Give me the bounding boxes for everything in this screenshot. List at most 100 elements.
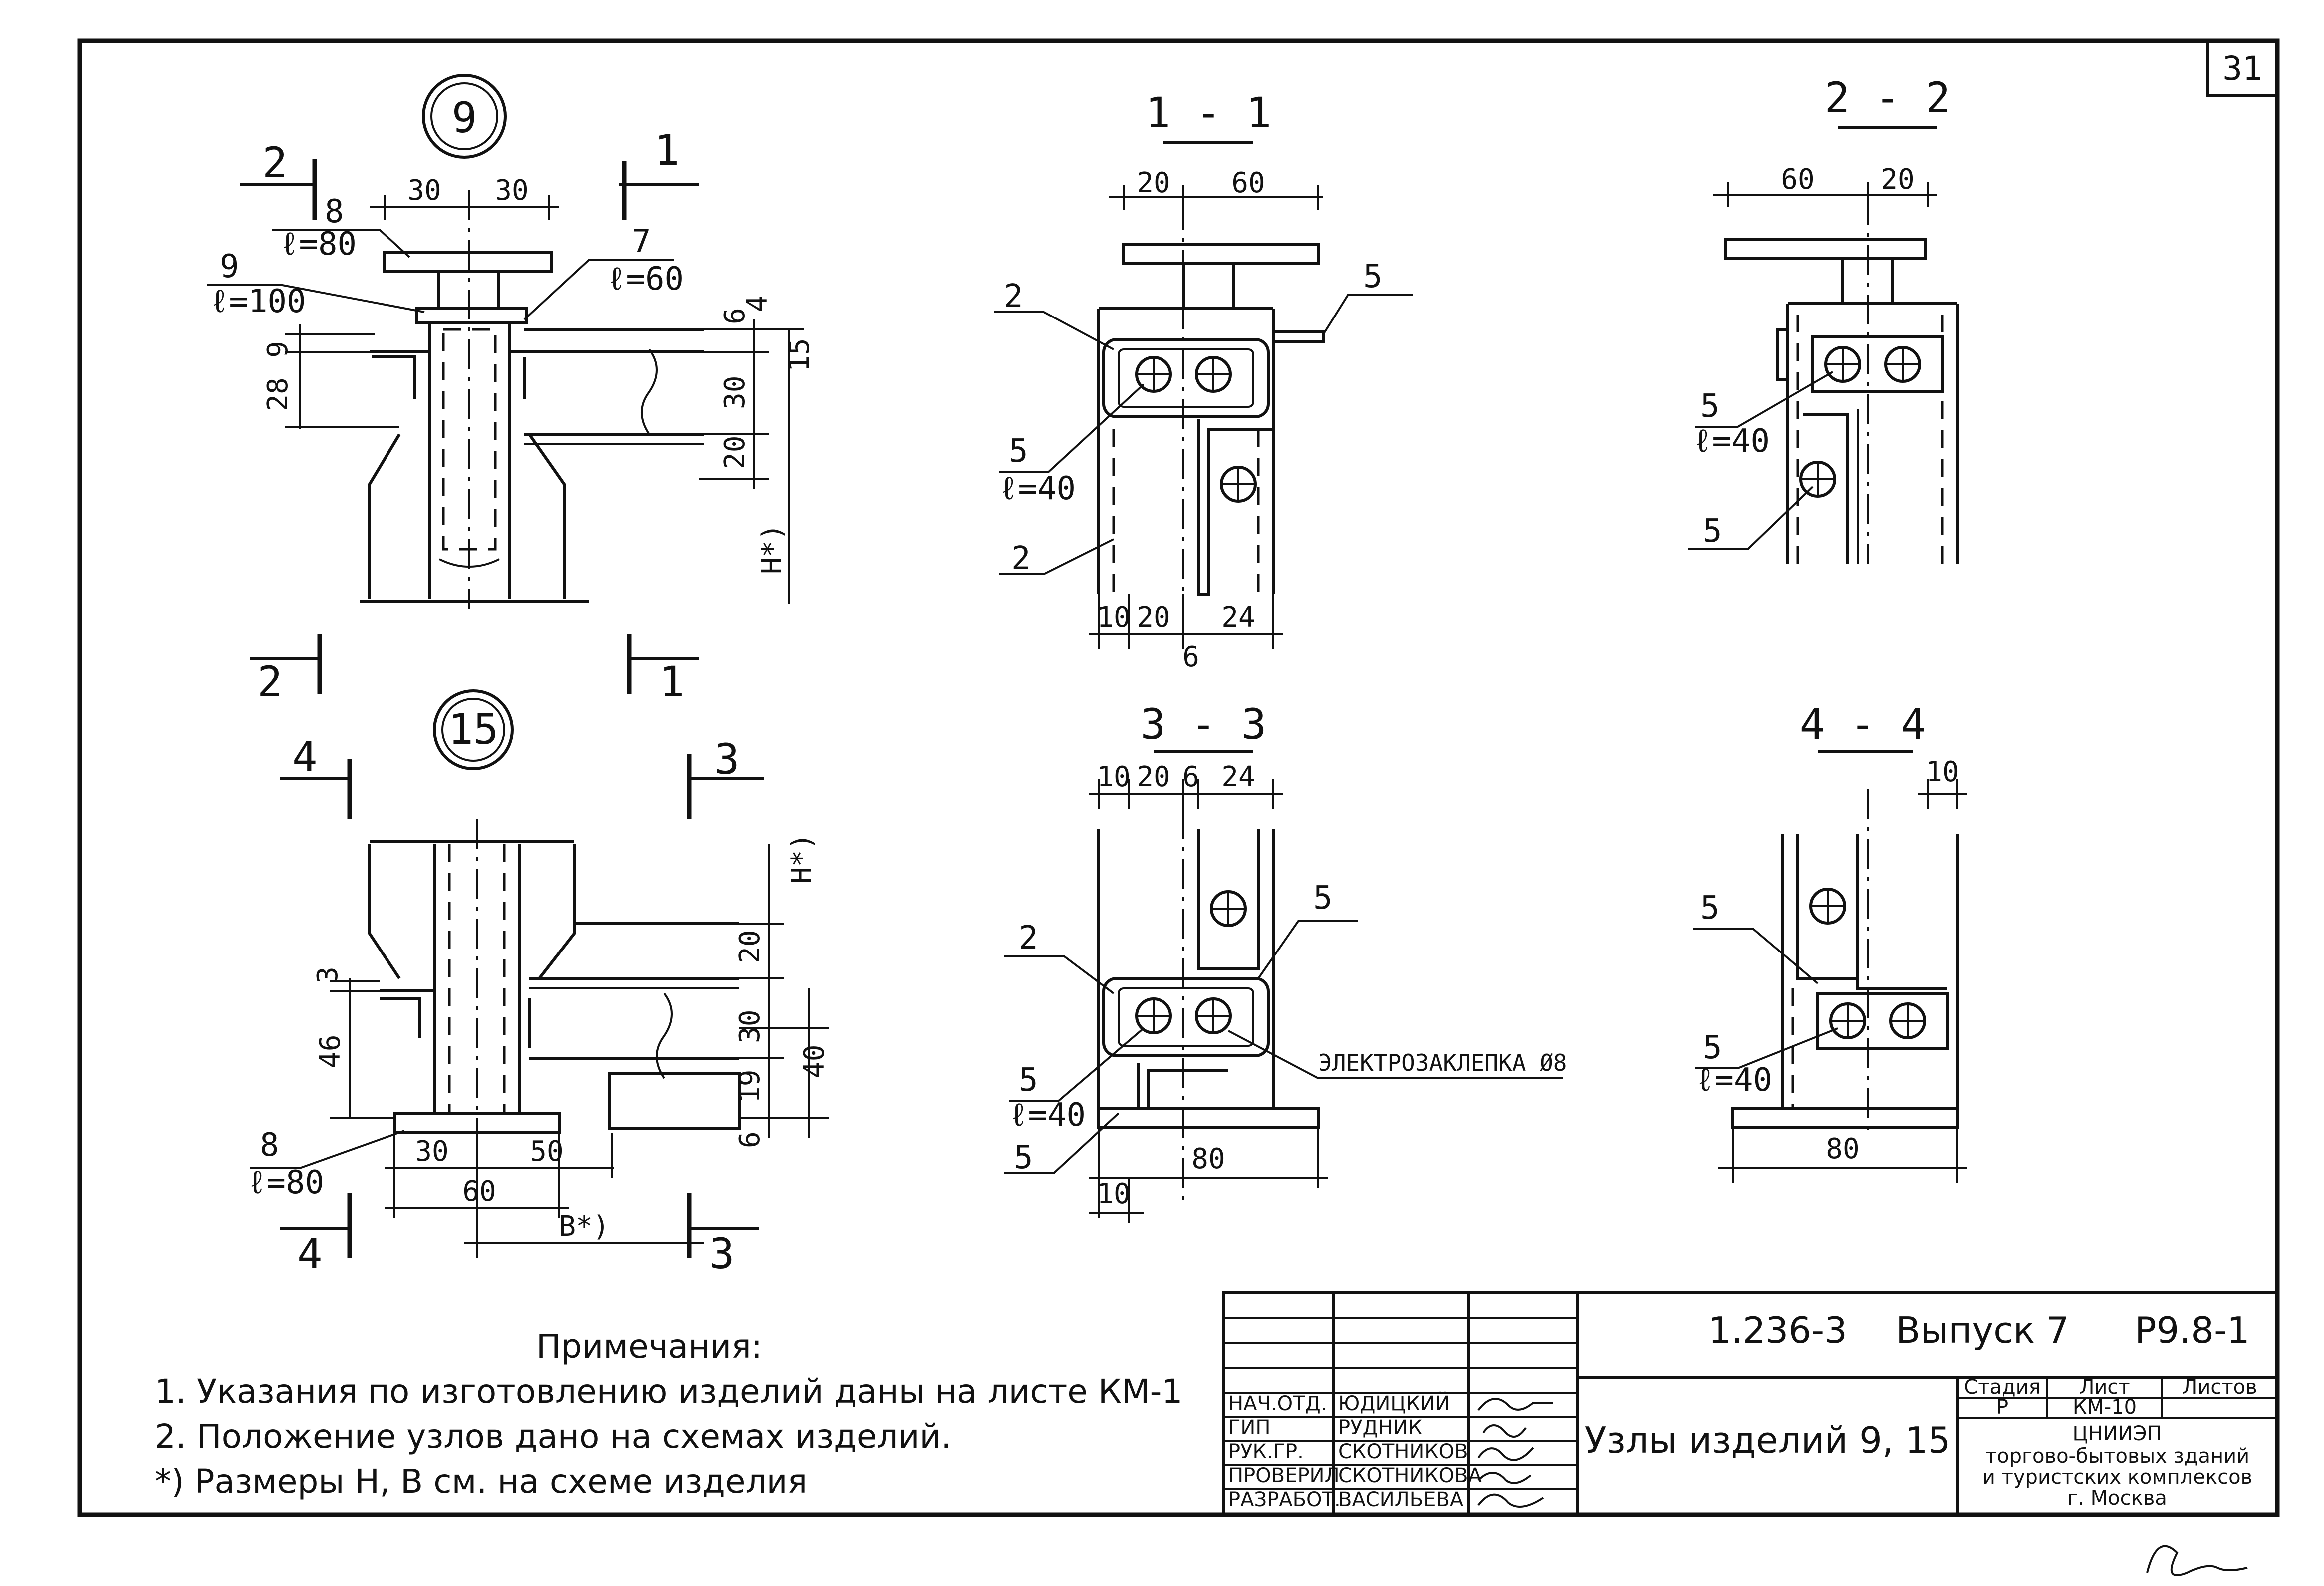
s11-p5-leader [1322, 294, 1413, 335]
n9-d20: 20 [719, 436, 751, 469]
s11-lower-angle [1197, 419, 1273, 596]
s11-top-plate [1122, 243, 1320, 265]
n15-d30b: 30 [415, 1135, 448, 1168]
n15-d46: 46 [314, 1035, 347, 1068]
n9-col-break [439, 558, 500, 568]
tb-title: Узлы изделий 9, 15 [1585, 1419, 1951, 1461]
n9-p8-leader [272, 229, 410, 258]
s44-mid-angle [1856, 978, 1947, 990]
tb-role-1: НАЧ.ОТД. [1228, 1392, 1327, 1415]
s33-p5a-leader [1257, 920, 1358, 979]
s44-title: 4 - 4 [1800, 700, 1926, 749]
tb-frame [1222, 1291, 2279, 1516]
s44-p5a: 5 [1700, 890, 1720, 927]
s11-p2a: 2 [1004, 278, 1023, 315]
tb-stage-label: Стадия [1964, 1376, 2040, 1399]
n9-d28: 28 [262, 377, 294, 411]
n15-dH: H*) [786, 833, 818, 884]
n9-plate-8 [383, 251, 553, 273]
sheet-frame [77, 38, 2280, 1517]
cut-mark-1-bot-label: 1 [659, 657, 685, 706]
s22-d20: 20 [1881, 163, 1914, 196]
tb-signature-1 [1477, 1398, 1553, 1411]
s22-p5b: 5 [1703, 513, 1722, 550]
s33-d20: 20 [1137, 761, 1170, 793]
s44-d10: 10 [1926, 756, 1959, 788]
s11-d20: 20 [1137, 167, 1170, 199]
n15-gusset-right [538, 844, 576, 979]
s22-angle-5 [1776, 328, 1788, 381]
section-2-2: 2 - 2 60 20 5 ℓ=40 5 [1688, 73, 1959, 564]
n9-d4: 4 [741, 295, 774, 312]
s33-p5-len: ℓ=40 [1009, 1097, 1086, 1134]
node-15-circle-outer [433, 689, 514, 770]
tb-role-4: ПРОВЕРИЛ [1228, 1464, 1340, 1487]
sheet-number-box [2206, 39, 2279, 97]
n15-gusset-left [368, 844, 401, 979]
tb-name-3: СКОТНИКОВ [1338, 1440, 1468, 1463]
tb-sheet: КМ-10 [2073, 1396, 2137, 1419]
n9-angle-left-leg [372, 355, 416, 399]
s33-title: 3 - 3 [1141, 700, 1267, 749]
tb-name-1: ЮДИЦКИЙ [1338, 1391, 1450, 1415]
n9-plate-9 [415, 307, 528, 324]
s33-rivet-leader [1228, 1030, 1563, 1079]
n15-dB: B*) [559, 1210, 609, 1243]
s33-rivet-label: ЭЛЕКТРОЗАКЛЕПКА Ø8 [1318, 1049, 1567, 1076]
s33-d10b: 10 [1097, 1178, 1130, 1210]
n9-beam-break [641, 348, 658, 435]
s33-base-plate [1097, 1107, 1320, 1129]
n15-d20: 20 [734, 930, 766, 963]
tb-name-2: РУДНИК [1338, 1416, 1422, 1439]
cut-mark-4-top-label: 4 [292, 732, 318, 781]
section-1-1: 1 - 1 20 60 2 5 5 ℓ=40 2 [994, 88, 1413, 673]
s11-p5b-leader [999, 383, 1145, 473]
node-15-label: 15 [448, 705, 498, 754]
s33-p5a: 5 [1313, 880, 1333, 917]
node-9-circle-inner [430, 82, 498, 150]
n9-p9: 9 [220, 248, 239, 285]
n15-d60: 60 [462, 1175, 496, 1208]
tb-signature-5 [1477, 1493, 1544, 1508]
s22-p5-len: ℓ=40 [1693, 423, 1770, 460]
node-9-circle-outer [422, 74, 507, 159]
s33-plate-box-inner [1118, 987, 1254, 1047]
s11-d20b: 20 [1137, 601, 1170, 634]
s11-p2a-leader [994, 311, 1114, 350]
s22-p5-leader [1695, 371, 1834, 428]
n15-plate-8 [393, 1112, 561, 1134]
s22-p5b-leader [1688, 486, 1814, 550]
n9-d15: 15 [783, 338, 816, 372]
n15-angle-left-leg [380, 997, 421, 1038]
s11-d6: 6 [1182, 641, 1199, 673]
notes-block: Примечания: 1. Указания по изготовлению … [155, 1327, 1182, 1501]
n9-col-inner [442, 328, 497, 551]
n15-d19: 19 [734, 1070, 766, 1103]
tb-signature-2 [1482, 1424, 1527, 1438]
s33-d80: 80 [1191, 1143, 1225, 1175]
n9-d6: 6 [719, 308, 751, 324]
n9-p8: 8 [325, 193, 344, 230]
n9-p7: 7 [632, 223, 651, 260]
cut-mark-2-top-label: 2 [262, 138, 288, 187]
node-15-circle-inner [441, 698, 505, 762]
s33-p2-leader [1004, 955, 1115, 994]
s11-angle-5 [1273, 330, 1325, 343]
s11-d10: 10 [1097, 601, 1130, 634]
n15-under-beam [608, 1072, 741, 1130]
s11-title: 1 - 1 [1146, 88, 1272, 137]
note-3: *) Размеры H, B см. на схеме изделия [155, 1462, 807, 1501]
n9-p7-leader [523, 259, 674, 320]
n15-d6: 6 [734, 1131, 766, 1148]
s33-d10: 10 [1097, 761, 1130, 793]
s11-plate-box-inner [1118, 348, 1254, 408]
n15-d50: 50 [530, 1135, 563, 1168]
n15-p8: 8 [260, 1127, 279, 1164]
note-2: 2. Положение узлов дано на схемах издели… [155, 1417, 951, 1456]
n15-d40: 40 [798, 1045, 831, 1078]
s33-p5c: 5 [1014, 1139, 1033, 1176]
s22-d60: 60 [1781, 163, 1814, 196]
section-3-3: 3 - 3 10 20 6 24 2 5 5 ℓ=40 5 [1004, 700, 1567, 1223]
s33-p2: 2 [1019, 920, 1038, 956]
